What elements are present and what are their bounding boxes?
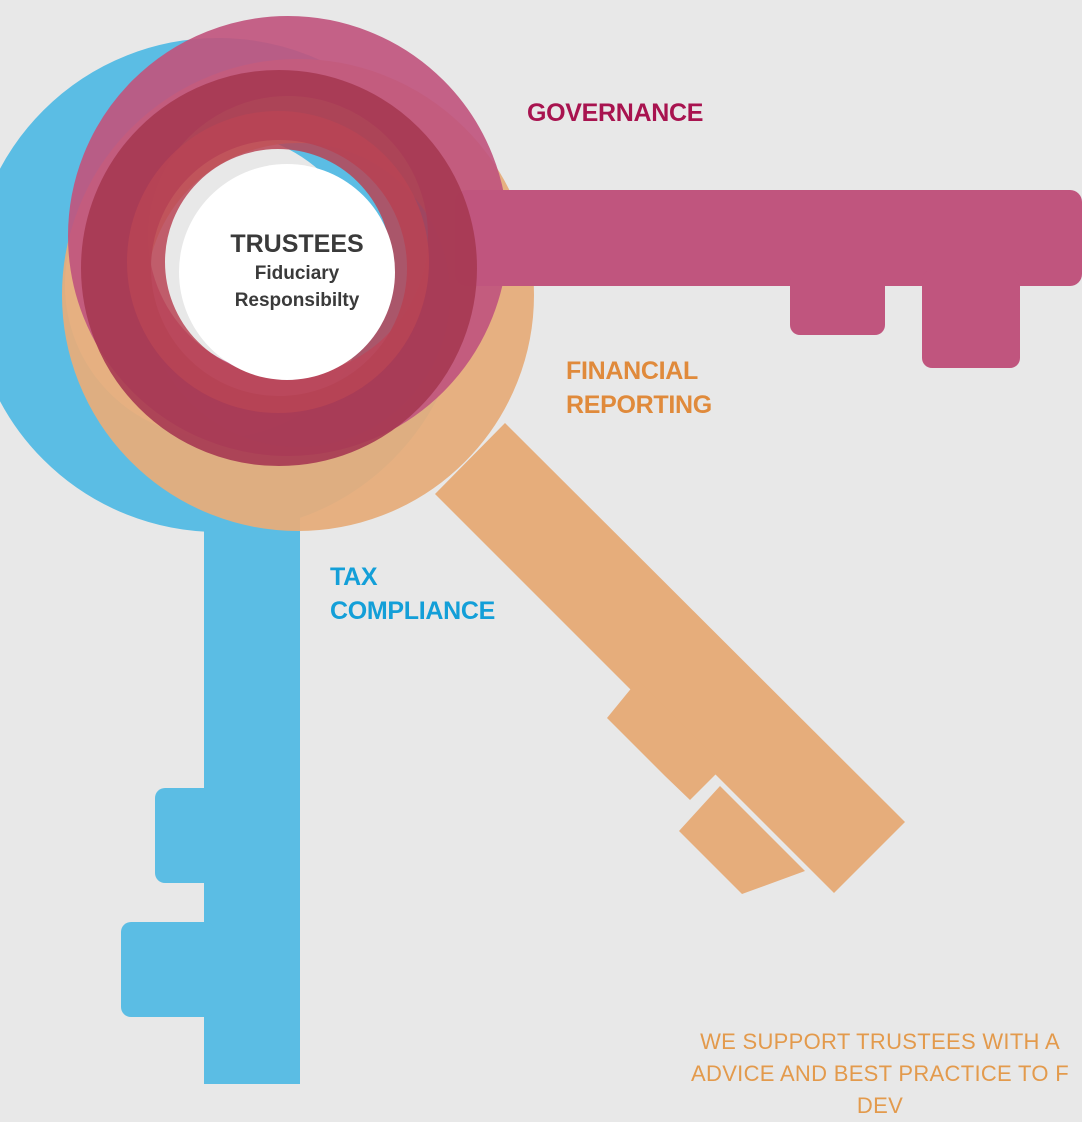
center-hub <box>179 164 395 380</box>
tagline: WE SUPPORT TRUSTEES WITH A ADVICE AND BE… <box>600 1026 1082 1122</box>
tagline-line2: ADVICE AND BEST PRACTICE TO F <box>691 1061 1069 1086</box>
governance-key-bit-right <box>922 270 1020 368</box>
financial-label-line1: FINANCIAL <box>566 357 699 385</box>
governance-key-shaft <box>455 190 1082 286</box>
tax-compliance-label: TAX COMPLIANCE <box>330 560 495 628</box>
tagline-line1: WE SUPPORT TRUSTEES WITH A <box>700 1029 1060 1054</box>
tax-key-bit-lower <box>121 922 215 1017</box>
tax-key-bit-upper <box>155 788 215 883</box>
financial-label-line2: REPORTING <box>566 391 712 419</box>
trustees-title: TRUSTEES <box>230 230 364 258</box>
governance-label-line1: GOVERNANCE <box>527 99 704 127</box>
tax-label-line1: TAX <box>330 563 378 591</box>
center-label: TRUSTEES Fiduciary Responsibilty <box>197 228 397 314</box>
trustees-subtitle-line1: Fiduciary <box>254 263 340 284</box>
center-inner-ring <box>127 111 429 413</box>
financial-key-shaft <box>435 423 905 893</box>
financial-key-bit-lower <box>679 786 805 894</box>
governance-label: GOVERNANCE <box>527 96 703 130</box>
center-overlap-ring <box>81 70 477 466</box>
tax-key-shaft <box>204 470 300 1084</box>
tagline-line3: DEV <box>856 1093 904 1118</box>
financial-key-bit-upper <box>607 680 724 800</box>
governance-key-bit-left <box>790 270 885 335</box>
keys-graphic <box>0 16 1082 1084</box>
financial-reporting-label: FINANCIAL REPORTING <box>566 354 712 422</box>
trustees-subtitle-line2: Responsibilty <box>234 290 360 311</box>
tax-label-line2: COMPLIANCE <box>330 597 496 625</box>
